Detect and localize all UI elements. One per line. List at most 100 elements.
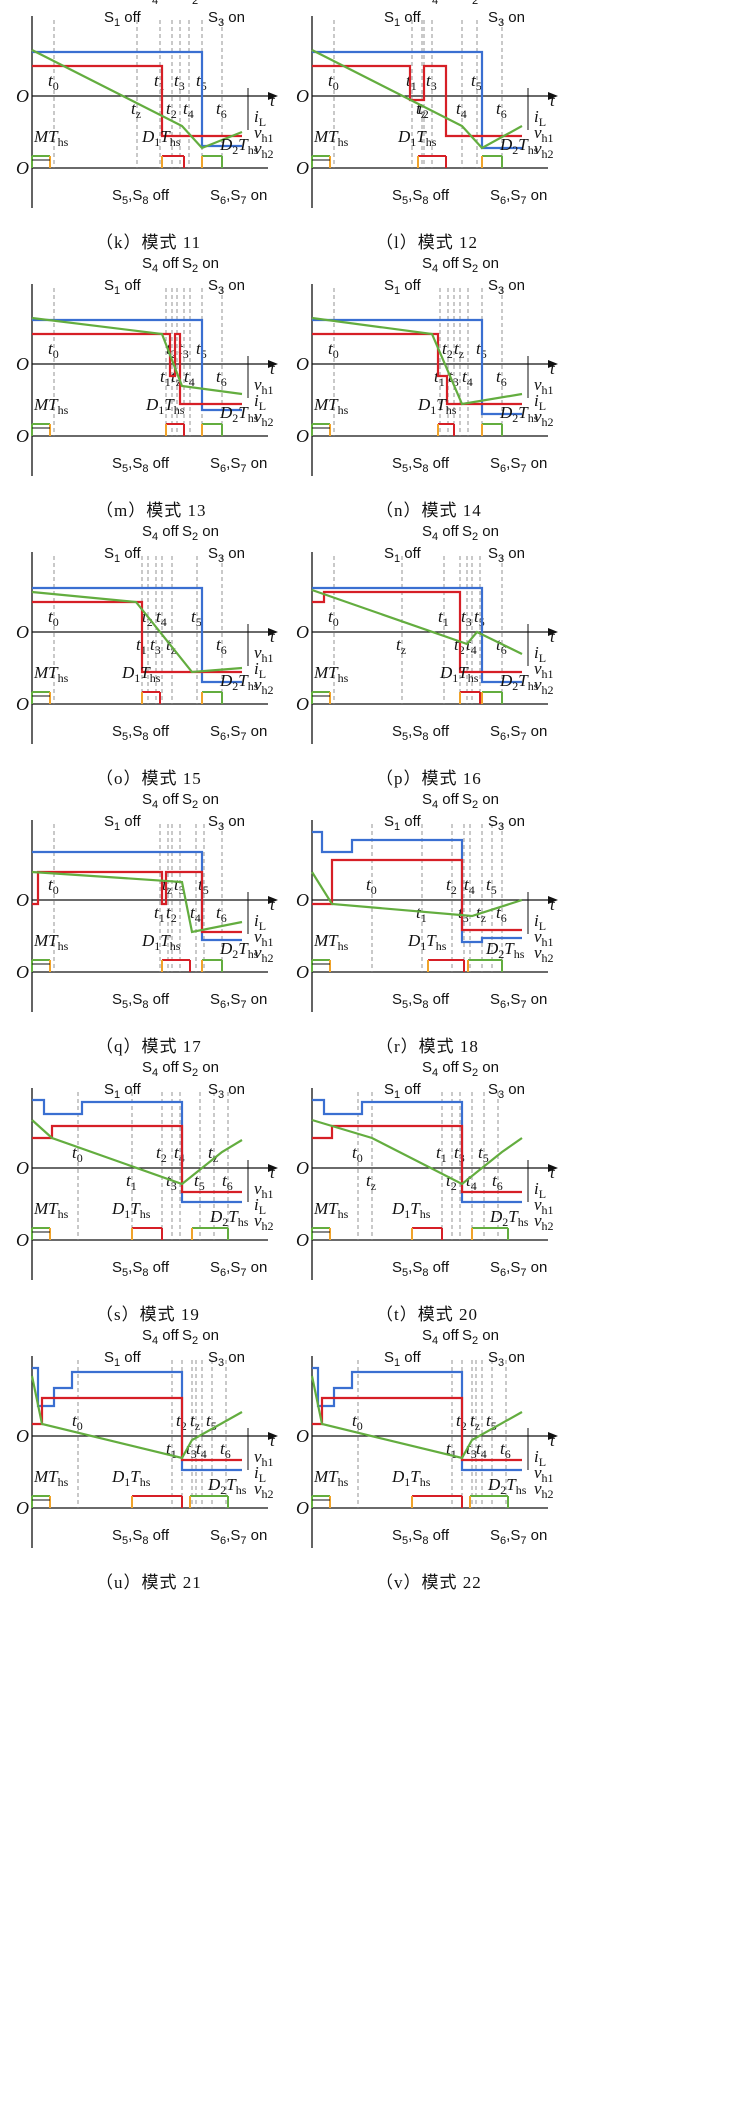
- time-label-t6: t6: [216, 635, 227, 657]
- panel-caption: （q）模式 17: [96, 1037, 202, 1056]
- time-label-t2: t2: [446, 1171, 457, 1193]
- legend-vh1: vh1: [254, 375, 274, 397]
- switch-label-s6-s7-on: S6,S7 on: [490, 723, 547, 743]
- time-label-tz: tz: [131, 99, 141, 121]
- time-label-t4: t4: [174, 1143, 185, 1165]
- time-label-t4: t4: [464, 875, 475, 897]
- origin-label: O: [296, 1426, 309, 1446]
- origin-label: O: [16, 354, 29, 374]
- legend-vh2: vh2: [254, 407, 274, 429]
- switch-label-s2-on: S2 on: [182, 255, 219, 275]
- switch-label-s2-on: S2 on: [462, 1059, 499, 1079]
- label-d2ths: D2Ths: [489, 1207, 529, 1229]
- time-axis-label: t: [550, 1163, 556, 1182]
- origin-label-lower: O: [296, 426, 309, 446]
- switch-label-s6-s7-on: S6,S7 on: [490, 1259, 547, 1279]
- legend-vh2: vh2: [534, 943, 554, 965]
- switch-label-s5-s8-off: S5,S8 off: [392, 187, 450, 207]
- time-label-tz: tz: [470, 1411, 480, 1433]
- legend-vh2: vh2: [254, 1479, 274, 1501]
- time-axis-label: t: [270, 1431, 276, 1450]
- time-axis-label: t: [550, 627, 556, 646]
- switch-label-s4-off: S4 off: [142, 0, 180, 7]
- time-axis-arrow: [548, 360, 558, 368]
- switch-label-s3-on: S3 on: [488, 9, 525, 29]
- origin-label-lower: O: [296, 1230, 309, 1250]
- time-label-tz: tz: [476, 903, 486, 925]
- time-label-t5: t5: [206, 1411, 217, 1433]
- waveform-il: [311, 316, 523, 406]
- time-axis-label: t: [550, 1431, 556, 1450]
- time-axis-arrow: [268, 360, 278, 368]
- label-mths: MThs: [33, 127, 69, 149]
- switch-label-s2-on: S2 on: [182, 1327, 219, 1347]
- waveform-vh1: [32, 1124, 242, 1194]
- time-axis-label: t: [270, 359, 276, 378]
- time-label-tz: tz: [454, 339, 464, 361]
- time-axis-arrow: [268, 628, 278, 636]
- switch-label-s2-on: S2 on: [462, 791, 499, 811]
- origin-label: O: [16, 1426, 29, 1446]
- panel-caption: （s）模式 19: [96, 1305, 200, 1324]
- time-label-t0: t0: [48, 607, 59, 629]
- switch-label-s5-s8-off: S5,S8 off: [392, 1259, 450, 1279]
- time-axis-label: t: [550, 895, 556, 914]
- legend-vh1: vh1: [534, 375, 554, 397]
- panel-caption: （m）模式 13: [96, 501, 206, 520]
- time-label-t2: t2: [166, 903, 177, 925]
- label-d2ths: D2Ths: [499, 135, 539, 157]
- label-mths: MThs: [313, 663, 349, 685]
- legend-vh1: vh1: [534, 123, 554, 145]
- time-axis-arrow: [268, 92, 278, 100]
- time-label-t4: t4: [196, 1439, 207, 1461]
- label-d1ths: D1Ths: [397, 127, 437, 149]
- time-label-t6: t6: [496, 99, 507, 121]
- waveform-il: [31, 590, 243, 674]
- time-label-t0: t0: [72, 1143, 83, 1165]
- switch-label-s5-s8-off: S5,S8 off: [112, 723, 170, 743]
- legend-iL: iL: [534, 107, 546, 129]
- switch-label-s6-s7-on: S6,S7 on: [490, 455, 547, 475]
- waveform-vh2: [312, 318, 522, 416]
- time-axis-arrow: [268, 1164, 278, 1172]
- time-label-tz: tz: [416, 99, 426, 121]
- switch-label-s6-s7-on: S6,S7 on: [210, 991, 267, 1011]
- label-mths: MThs: [313, 1199, 349, 1221]
- legend-vh1: vh1: [254, 1447, 274, 1469]
- legend-vh1: vh1: [534, 659, 554, 681]
- origin-label: O: [296, 1158, 309, 1178]
- label-d2ths: D2Ths: [209, 1207, 249, 1229]
- time-label-t4: t4: [476, 1439, 487, 1461]
- time-label-t4: t4: [466, 1171, 477, 1193]
- time-label-t3: t3: [174, 875, 185, 897]
- time-label-t6: t6: [496, 635, 507, 657]
- origin-label-lower: O: [296, 962, 309, 982]
- switch-label-s3-on: S3 on: [208, 545, 245, 565]
- time-axis-arrow: [268, 1432, 278, 1440]
- waveform-il: [310, 1375, 523, 1460]
- time-axis-label: t: [270, 895, 276, 914]
- time-label-t6: t6: [216, 367, 227, 389]
- waveform-il: [31, 870, 243, 934]
- switch-label-s3-on: S3 on: [488, 1349, 525, 1369]
- time-label-t6: t6: [492, 1171, 503, 1193]
- switch-label-s3-on: S3 on: [208, 277, 245, 297]
- panel-caption: （v）模式 22: [376, 1573, 482, 1592]
- legend-vh2: vh2: [254, 139, 274, 161]
- switch-label-s3-on: S3 on: [208, 9, 245, 29]
- legend-iL: iL: [254, 911, 266, 933]
- time-axis-label: t: [550, 91, 556, 110]
- time-label-t2: t2: [166, 99, 177, 121]
- switch-label-s4-off: S4 off: [422, 255, 460, 275]
- switch-label-s1-off: S1 off: [384, 1349, 422, 1369]
- switch-label-s5-s8-off: S5,S8 off: [112, 1259, 170, 1279]
- switch-label-s2-on: S2 on: [462, 255, 499, 275]
- legend-vh2: vh2: [534, 1211, 554, 1233]
- time-label-t2: t2: [156, 1143, 167, 1165]
